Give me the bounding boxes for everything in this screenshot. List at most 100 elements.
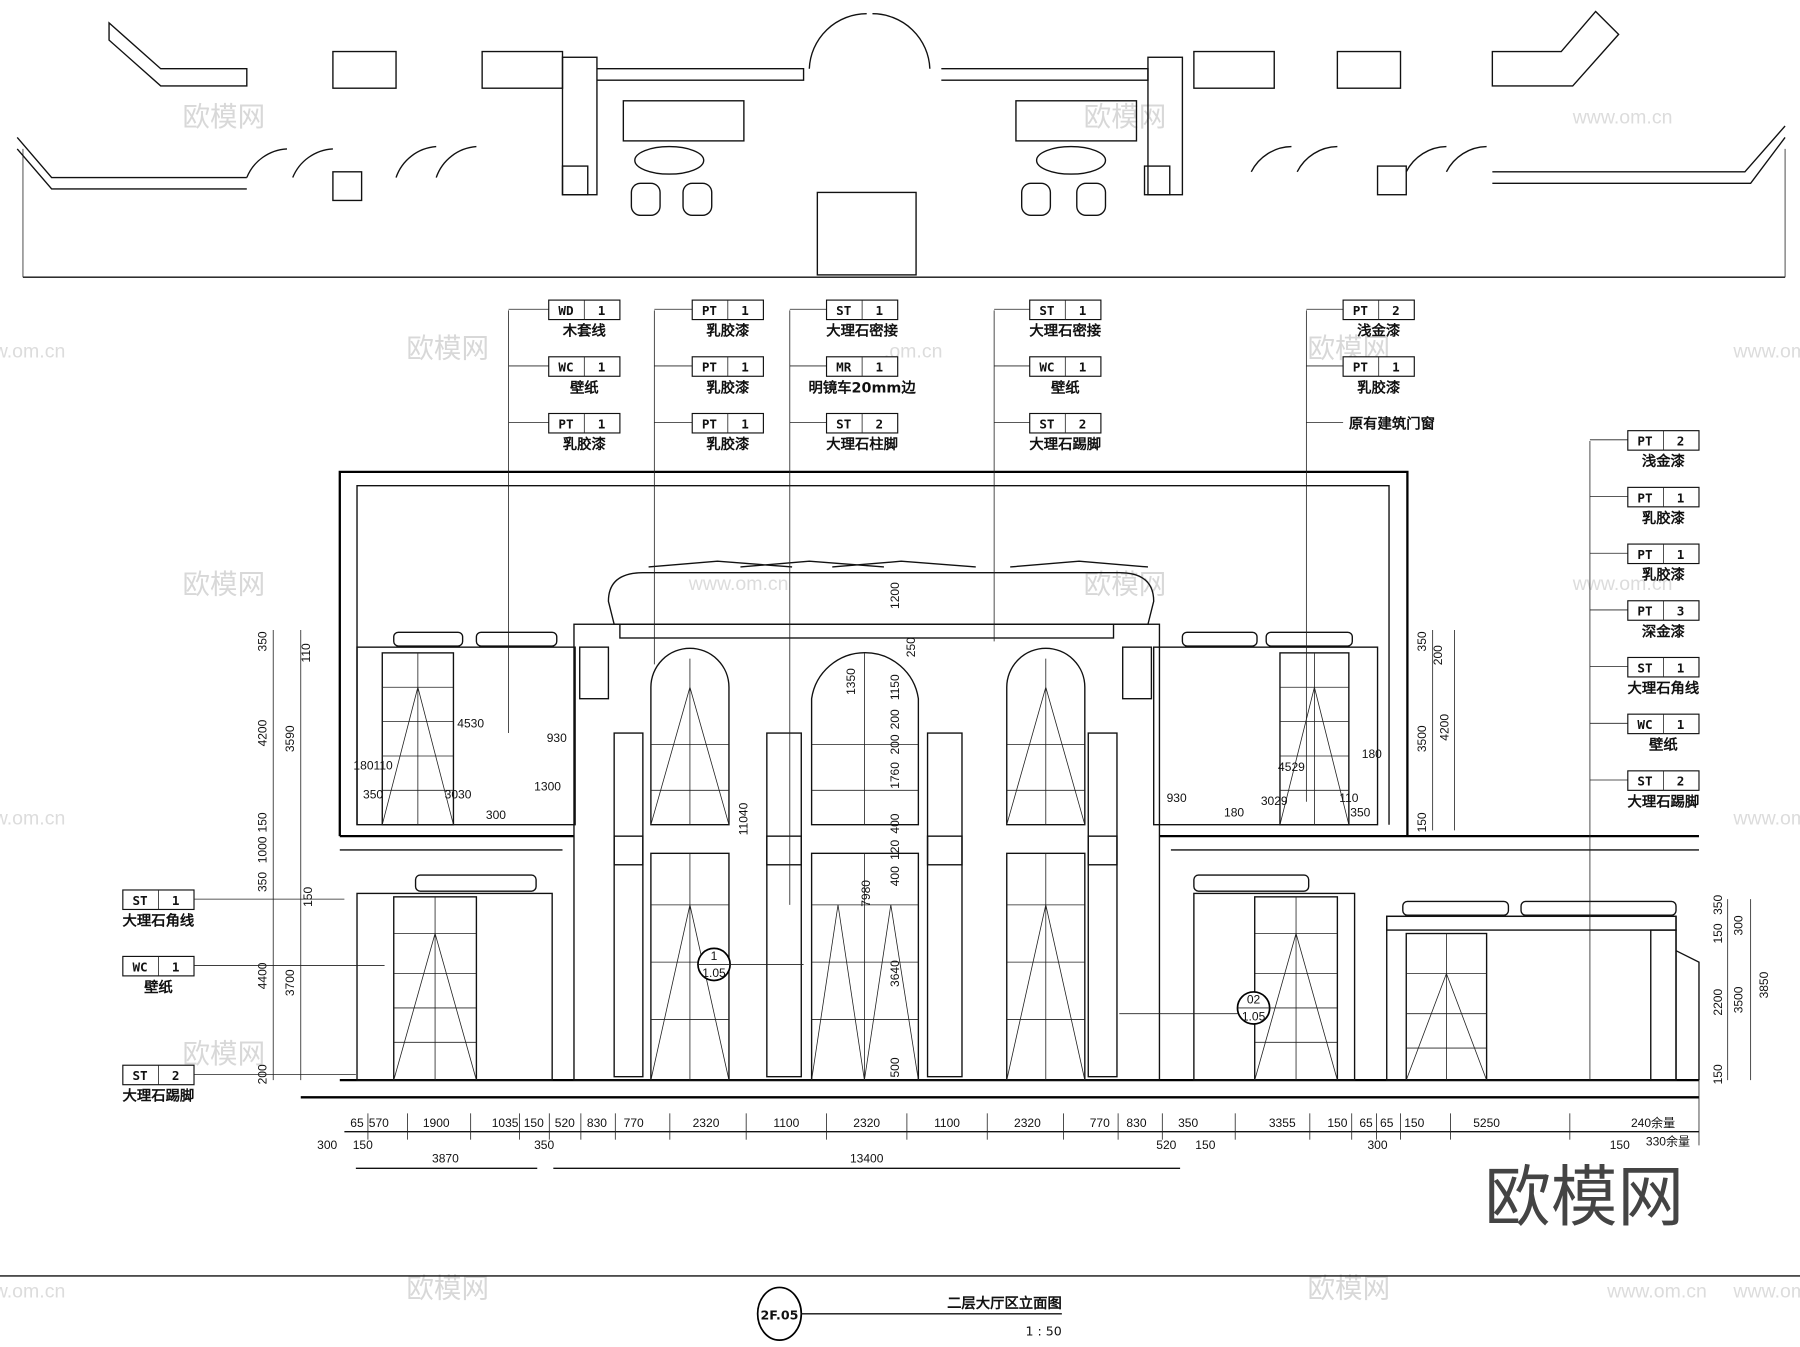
dimension-value: 350 — [255, 872, 269, 892]
plan-sofa — [622, 100, 745, 142]
tag-code: WC — [1637, 717, 1652, 732]
tag-number: 1 — [741, 360, 749, 375]
tag-code: PT — [1353, 303, 1369, 318]
dimension-value: 3700 — [283, 969, 297, 996]
plan-column-right — [1491, 10, 1620, 87]
dimension-value: 4400 — [255, 962, 269, 989]
dimension-value: 1100 — [934, 1116, 960, 1130]
drawing-title: 二层大厅区立面图 — [947, 1294, 1062, 1312]
tag-code: PT — [702, 303, 718, 318]
tag-label: 乳胶漆 — [1357, 378, 1401, 396]
mirror-pilaster — [766, 732, 802, 1078]
watermark-url: www.om.cn — [0, 340, 65, 362]
dimension-value: 240余量 — [1631, 1115, 1675, 1130]
dimension-value: 2200 — [1711, 989, 1725, 1016]
dimension-value: 350 — [534, 1138, 554, 1152]
marker-bottom: 1.05 — [1242, 1010, 1266, 1024]
tag-label: 壁纸 — [144, 978, 173, 996]
dimension-value: 110 — [299, 643, 313, 662]
mirror-pilaster — [1087, 732, 1118, 1078]
dimension-value: 350 — [363, 787, 383, 801]
dimension-value: 150 — [1195, 1138, 1215, 1152]
tag-code: ST — [1039, 303, 1055, 318]
marker-top: 1 — [711, 949, 718, 963]
tag-code: ST — [1039, 416, 1055, 431]
dimension-value: 180110 — [353, 759, 393, 773]
mirror-pilaster — [613, 732, 644, 1078]
tag-number: 3 — [1677, 604, 1685, 619]
dimension-value: 300 — [317, 1138, 337, 1152]
roof-caps — [648, 560, 1149, 568]
plan-pillar — [332, 50, 397, 89]
tag-label: 壁纸 — [570, 378, 599, 396]
tag-label: 壁纸 — [1649, 736, 1678, 754]
tag-number: 1 — [876, 360, 884, 375]
dimension-value: 200 — [1431, 645, 1445, 665]
elevation: 1 1.05 02 1.05 — [300, 470, 1700, 1099]
dimension-value: 350 — [255, 631, 269, 651]
pilaster-block — [1087, 835, 1118, 866]
dimension-value: 1150 — [888, 674, 902, 700]
dentil-band — [619, 623, 1115, 639]
dimension-value: 300 — [1732, 915, 1746, 935]
pilaster-block — [766, 835, 802, 866]
crown-molding — [607, 572, 1155, 625]
dimension-value: 1035 — [492, 1116, 519, 1130]
tag-label: 大理石踢脚 — [1628, 792, 1700, 810]
tag-number: 1 — [1677, 547, 1685, 562]
watermark-url: www.om.cn — [1732, 340, 1800, 362]
tag-number: 1 — [1079, 360, 1087, 375]
watermark-text: 欧模网 — [183, 1038, 266, 1070]
dimension-value: 3355 — [1269, 1116, 1296, 1130]
dimension-value: 400 — [888, 866, 902, 886]
plan-window-line — [596, 68, 1149, 81]
tag-number: 2 — [1677, 774, 1685, 789]
watermark-url: www.om.cn — [0, 1281, 65, 1303]
tag-label: 壁纸 — [1051, 378, 1080, 396]
dimension-value: 1300 — [534, 779, 561, 793]
arched-window — [650, 647, 730, 826]
wallpaper-panel-right-lower — [1193, 892, 1356, 1081]
tag-label: 浅金漆 — [1357, 322, 1401, 340]
dimension-value: 520 — [555, 1116, 575, 1130]
tag-number: 1 — [876, 303, 884, 318]
dimension-value: 2320 — [853, 1116, 880, 1130]
dimension-value: 770 — [1090, 1116, 1110, 1130]
wall-edge-right — [1675, 950, 1700, 1081]
dimension-value: 3500 — [1415, 725, 1429, 752]
marker-top: 02 — [1247, 992, 1261, 1006]
vent-grille — [579, 646, 610, 700]
dimension-value: 180 — [1224, 806, 1244, 820]
tag-number: 2 — [876, 416, 884, 431]
tag-code: WC — [132, 959, 147, 974]
tag-label: 大理石柱脚 — [826, 435, 898, 453]
tag-number: 1 — [172, 959, 180, 974]
tag-code: PT — [1353, 360, 1369, 375]
tag-code: ST — [1637, 660, 1653, 675]
section-marker-1: 1 1.05 — [697, 947, 804, 982]
dimension-value: 3870 — [432, 1152, 459, 1166]
tag-label: 大理石踢脚 — [1029, 435, 1101, 453]
tag-label: 大理石角线 — [1628, 679, 1700, 697]
window-mullions — [381, 652, 454, 825]
tag-label: 浅金漆 — [1642, 452, 1686, 470]
dimension-value: 150 — [255, 812, 269, 832]
dimension-value: 65 — [1359, 1116, 1373, 1130]
cornice-right — [1265, 631, 1353, 647]
dimension-value: 65 — [350, 1116, 364, 1130]
dimension-value: 250 — [904, 637, 918, 657]
tag-code: PT — [1637, 434, 1653, 449]
tag-label: 乳胶漆 — [706, 435, 750, 453]
dimension-value: 13400 — [850, 1152, 884, 1166]
plan-pillar — [1193, 50, 1275, 89]
